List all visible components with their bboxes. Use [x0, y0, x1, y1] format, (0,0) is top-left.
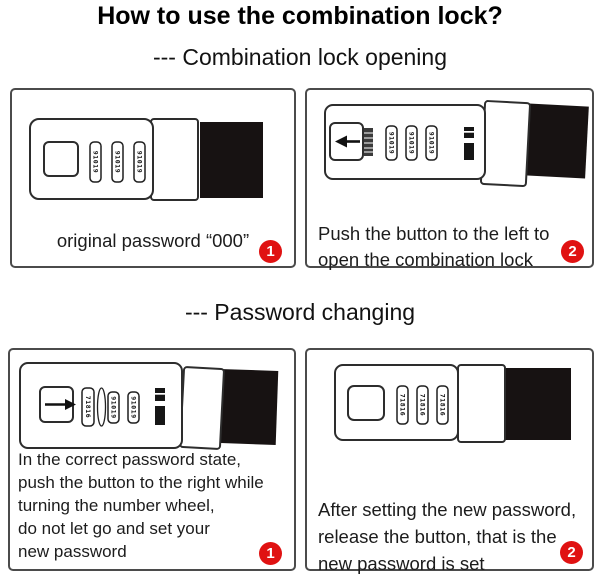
caption-line: After setting the new password, [318, 499, 577, 520]
caption-line: open the combination lock [318, 249, 533, 270]
lock-collar [479, 100, 531, 187]
number-wheel: 91019 [89, 141, 102, 183]
section-heading-opening: --- Combination lock opening [152, 44, 448, 70]
number-wheel: 91019 [385, 125, 398, 161]
panel-caption: After setting the new password, release … [318, 496, 576, 577]
panel-step1-opening: 91019 91019 91019 original password “000… [10, 88, 296, 268]
lock-collar [457, 364, 506, 443]
caption-line: push the button to the right while [18, 473, 264, 492]
svg-text:91019: 91019 [114, 151, 122, 174]
svg-text:71816: 71816 [439, 394, 447, 417]
number-wheel: 91019 [107, 391, 120, 424]
svg-text:91019: 91019 [92, 151, 100, 174]
caption-line: In the correct password state, [18, 450, 241, 469]
rotation-indicator [96, 387, 107, 427]
panel-step1-changing: 71816 91019 91019 In the correct passwor… [8, 348, 296, 571]
svg-text:91019: 91019 [408, 132, 416, 155]
step-badge: 1 [259, 240, 282, 263]
caption-line: turning the number wheel, [18, 496, 215, 515]
step-badge: 2 [561, 240, 584, 263]
number-wheel: 91019 [111, 141, 124, 183]
number-wheel: 91019 [425, 125, 438, 161]
lock-strap [220, 369, 279, 445]
number-wheel: 71816 [396, 385, 409, 425]
caption-line: release the button, that is the [318, 526, 557, 547]
lock-button [347, 385, 385, 421]
lock-illustration-setting: 71816 91019 91019 [19, 362, 279, 450]
lock-strap [200, 122, 263, 198]
page-title: How to use the combination lock? [97, 2, 503, 30]
lock-body [19, 362, 183, 449]
lock-body [324, 104, 486, 180]
left-arrow-icon [335, 135, 360, 148]
lock-strap [525, 103, 589, 179]
panel-caption: Push the button to the left to open the … [318, 221, 549, 273]
panel-caption: In the correct password state, push the … [18, 448, 264, 563]
number-wheel: 71816 [436, 385, 449, 425]
latch-bar [155, 388, 165, 425]
number-wheel-turning: 71816 [81, 387, 95, 427]
ribbed-slider [364, 128, 373, 156]
number-wheel: 91019 [405, 125, 418, 161]
section-heading-changing: --- Password changing [184, 299, 416, 325]
latch-bar [464, 127, 474, 160]
svg-text:71816: 71816 [419, 394, 427, 417]
svg-text:91019: 91019 [130, 396, 138, 419]
caption-line: new password [18, 542, 127, 561]
lock-illustration-newpassword: 71816 71816 71816 [334, 364, 571, 443]
step-badge: 2 [560, 541, 583, 564]
caption-line: new password is set [318, 553, 485, 574]
number-wheel: 71816 [416, 385, 429, 425]
panel-caption: original password “000” [56, 230, 250, 251]
panel-step2-opening: 91019 91019 91019 Push the button to the… [305, 88, 594, 270]
caption-line: Push the button to the left to [318, 223, 550, 244]
panel-step2-changing: 71816 71816 71816 After setting the new … [305, 348, 594, 574]
svg-text:91019: 91019 [136, 151, 144, 174]
lock-illustration-open: 91019 91019 91019 [324, 100, 589, 187]
lock-collar [150, 118, 199, 201]
right-arrow-icon [45, 399, 76, 410]
number-wheel: 91019 [127, 391, 140, 424]
lock-button [43, 141, 79, 177]
lock-collar [179, 366, 225, 450]
lock-strap [505, 368, 571, 440]
svg-text:71816: 71816 [399, 394, 407, 417]
svg-text:91019: 91019 [110, 396, 118, 419]
number-wheel: 91019 [133, 141, 146, 183]
svg-text:91019: 91019 [428, 132, 436, 155]
svg-text:71816: 71816 [84, 396, 92, 419]
lock-illustration-closed: 91019 91019 91019 [29, 118, 263, 201]
svg-text:91019: 91019 [388, 132, 396, 155]
step-badge: 1 [259, 542, 282, 565]
caption-line: do not let go and set your [18, 519, 210, 538]
